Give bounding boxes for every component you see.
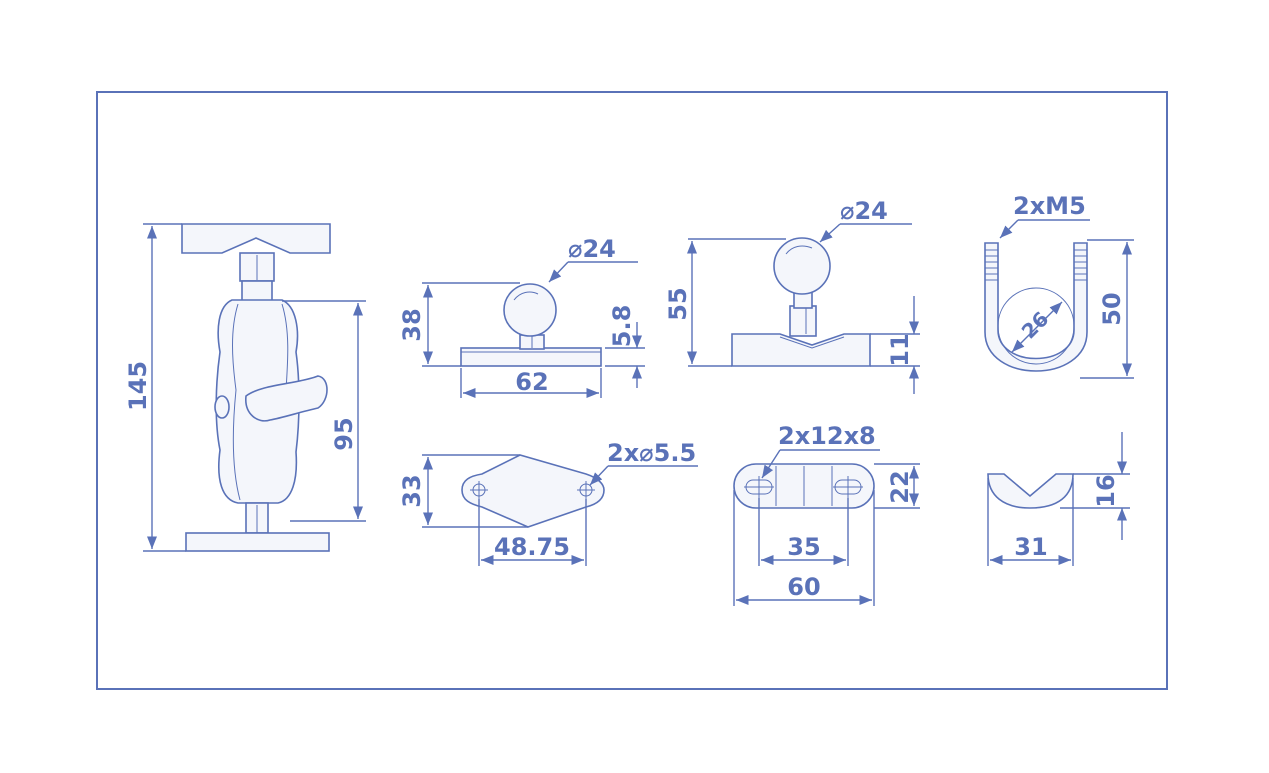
dim-2x12x8: 2x12x8 <box>778 422 876 450</box>
diamond-plate <box>462 455 604 527</box>
dim-55: 55 <box>664 287 692 320</box>
dim-31: 31 <box>1014 533 1047 561</box>
dim-145: 145 <box>124 361 152 411</box>
dim-26: 26 <box>1017 307 1054 344</box>
dim-48-75: 48.75 <box>494 533 570 561</box>
double-socket-arm <box>182 224 330 551</box>
dim-33: 33 <box>398 474 426 507</box>
dim-diameter-24-b: ⌀24 <box>840 197 888 225</box>
dim-2x-diameter-5-5: 2x⌀5.5 <box>607 439 696 467</box>
dim-5-8: 5.8 <box>608 305 636 348</box>
dim-62: 62 <box>515 368 548 396</box>
dim-2xm5: 2xM5 <box>1013 192 1086 220</box>
ball-tbar-base <box>732 238 870 366</box>
dim-35: 35 <box>787 533 820 561</box>
dim-50: 50 <box>1098 292 1126 325</box>
slotted-plate <box>734 464 874 508</box>
dim-16: 16 <box>1092 474 1120 507</box>
dim-95: 95 <box>330 417 358 450</box>
dim-22: 22 <box>886 470 914 503</box>
dim-38: 38 <box>398 308 426 341</box>
v-block <box>988 474 1073 508</box>
ball-round-base <box>461 284 601 366</box>
dim-diameter-24-a: ⌀24 <box>568 235 616 263</box>
dim-60: 60 <box>787 573 820 601</box>
dim-11: 11 <box>886 333 914 366</box>
